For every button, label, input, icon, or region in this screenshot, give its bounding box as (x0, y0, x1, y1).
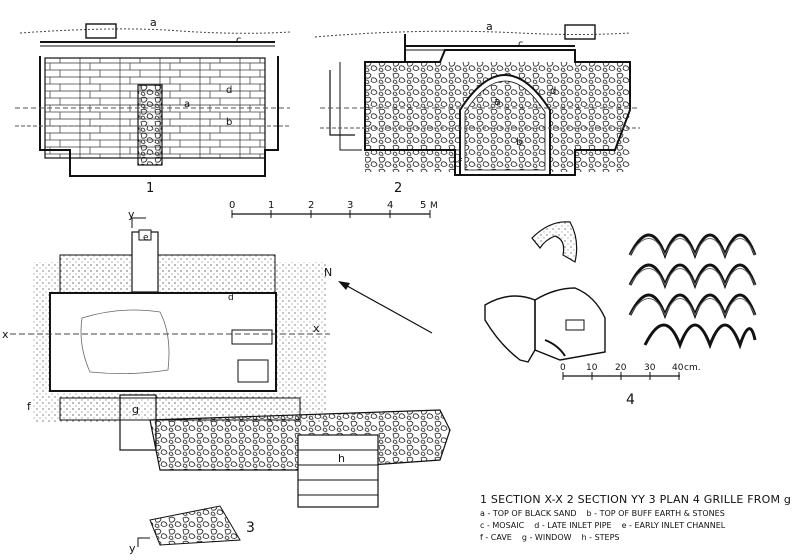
legend-item: a - TOP OF BLACK SAND (480, 509, 577, 518)
grille-scale-unit: cm. (684, 363, 701, 373)
capital-block (564, 24, 596, 40)
figure-number-3: 3 (246, 520, 255, 536)
cistern-basin (49, 292, 277, 392)
legend-item: b - TOP OF BUFF EARTH & STONES (586, 509, 725, 518)
north-arrow: N (324, 266, 433, 334)
label-c: c (236, 35, 242, 46)
legend-row: a - TOP OF BLACK SAND b - TOP OF BUFF EA… (480, 509, 798, 518)
label-a: a (486, 20, 493, 33)
label-d: d (550, 86, 556, 97)
grille-scale-tick: 0 (560, 363, 566, 373)
capital-block (85, 23, 117, 39)
legend: 1 SECTION X-X 2 SECTION YY 3 PLAN 4 GRIL… (480, 493, 798, 542)
legend-row: c - MOSAIC d - LATE INLET PIPE e - EARLY… (480, 521, 798, 530)
legend-figures: 1 SECTION X-X 2 SECTION YY 3 PLAN 4 GRIL… (480, 493, 792, 506)
label-f: f (27, 400, 32, 413)
legend-item: f - CAVE (480, 533, 512, 542)
scale-tick: 5 (420, 200, 426, 211)
legend-item: e - EARLY INLET CHANNEL (621, 521, 726, 530)
figure-number-2: 2 (394, 181, 402, 196)
scale-unit: M (430, 201, 438, 211)
figure-2-section-yy: a c a d b f 2 (314, 20, 640, 196)
figure-4-grille: 0 10 20 30 40 cm. 4 (484, 221, 757, 408)
label-h: h (338, 452, 345, 465)
grille-scale-tick: 30 (644, 363, 656, 373)
label-d: d (226, 85, 232, 96)
label-e: e (143, 233, 149, 243)
grille-scale-tick: 40 (672, 363, 684, 373)
legend-row: f - CAVE g - WINDOW h - STEPS (480, 533, 798, 542)
section-mark-y: y (129, 542, 136, 555)
legend-item: g - WINDOW (521, 533, 572, 542)
label-a: a (150, 16, 157, 29)
label-a: a (494, 95, 501, 108)
scale-tick: 0 (229, 200, 235, 211)
steps-area (297, 434, 379, 508)
figure-1-section-xx: a c a d b 1 (15, 16, 291, 196)
scale-tick: 2 (308, 200, 314, 211)
label-c: c (518, 39, 524, 50)
window-g-section (137, 84, 163, 166)
label-g: g (132, 403, 139, 416)
figure-3-plan: N x x y y e d f g h 3 (2, 208, 451, 555)
scale-bar-metres: 0 1 2 3 4 5 M (229, 200, 438, 218)
north-label: N (324, 266, 332, 279)
section-mark-x: x (2, 328, 9, 341)
figure-number-4: 4 (626, 392, 635, 408)
legend-item: h - STEPS (581, 533, 620, 542)
legend-item: d - LATE INLET PIPE (534, 521, 612, 530)
label-a: a (184, 99, 190, 110)
label-d: d (228, 293, 234, 303)
legend-item: c - MOSAIC (480, 521, 525, 530)
label-b: b (516, 137, 522, 148)
section-mark-y: y (128, 208, 135, 221)
label-b: b (226, 117, 232, 128)
scale-tick: 4 (387, 200, 393, 211)
grille-scale-tick: 20 (615, 363, 627, 373)
grille-lattice (628, 233, 757, 350)
grille-scale-tick: 10 (586, 363, 598, 373)
scale-tick: 3 (347, 200, 353, 211)
figure-number-1: 1 (146, 181, 154, 196)
section-mark-x: x (313, 322, 320, 335)
label-f: f (458, 156, 463, 169)
scale-tick: 1 (268, 200, 274, 211)
